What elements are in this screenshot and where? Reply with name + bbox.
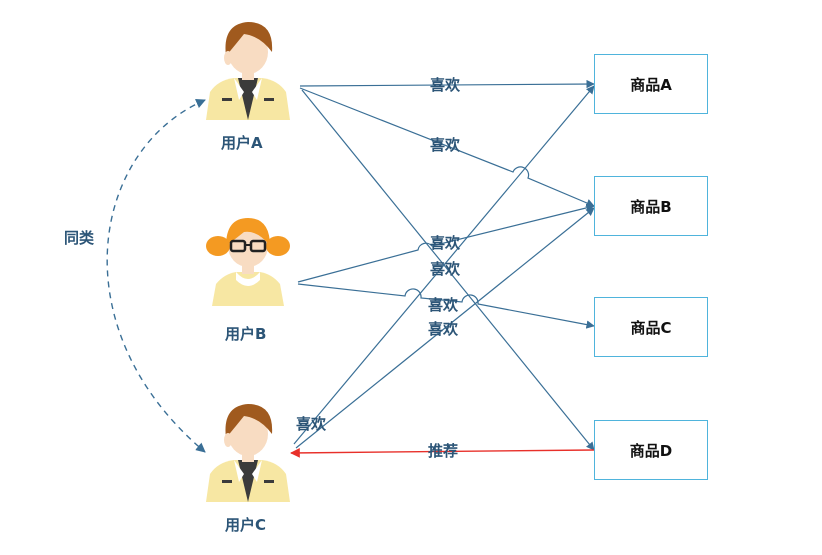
product-a-label: 商品A: [630, 75, 672, 94]
edge-userC-productA: [293, 85, 595, 445]
product-box-d[interactable]: 商品D: [594, 420, 708, 480]
edge-userB-productB: [297, 203, 595, 283]
male-user-icon: [206, 404, 290, 502]
edge-userA-productB: [299, 87, 595, 207]
edge-userA-productD: [301, 89, 595, 451]
male-user-icon: [206, 22, 290, 120]
female-user-icon: [206, 218, 290, 306]
recommend-label: 推荐: [428, 442, 459, 460]
user-a-label: 用户A: [221, 134, 263, 152]
edge-label: 喜欢: [430, 234, 461, 252]
edge-recommend-productD-userC: [290, 448, 595, 458]
product-box-b[interactable]: 商品B: [594, 176, 708, 236]
similar-label: 同类: [64, 229, 95, 247]
product-d-label: 商品D: [629, 441, 673, 460]
edge-userB-productC: [297, 283, 595, 329]
edge-label: 喜欢: [296, 415, 327, 433]
user-c-label: 用户C: [225, 516, 267, 534]
edge-label: 喜欢: [428, 296, 459, 314]
product-b-label: 商品B: [630, 197, 672, 216]
similar-users-curve: [106, 99, 206, 453]
product-c-label: 商品C: [630, 318, 672, 337]
edge-label: 喜欢: [430, 76, 461, 94]
edge-label: 喜欢: [428, 320, 459, 338]
user-b-label: 用户B: [225, 325, 267, 343]
edge-label: 喜欢: [430, 136, 461, 154]
product-box-a[interactable]: 商品A: [594, 54, 708, 114]
edge-userA-productA: [299, 79, 595, 89]
edge-label: 喜欢: [430, 260, 461, 278]
product-box-c[interactable]: 商品C: [594, 297, 708, 357]
edge-userC-productB: [295, 207, 595, 449]
